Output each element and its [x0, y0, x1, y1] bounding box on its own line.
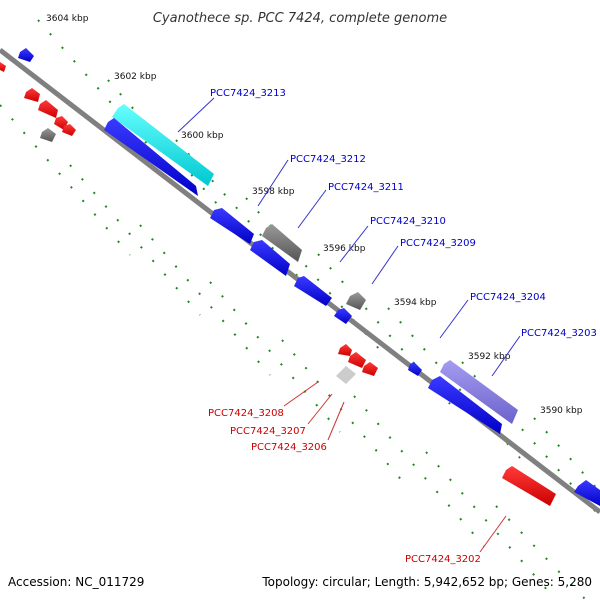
gene-3209-feature[interactable]: [346, 292, 366, 310]
gene-3202-cds[interactable]: [502, 466, 556, 506]
forward-leader-lines: [177, 97, 521, 377]
accession-text: Accession: NC_011729: [8, 575, 144, 589]
genome-summary-text: Topology: circular; Length: 5,942,652 bp…: [261, 575, 592, 589]
gene-red-a[interactable]: [24, 88, 40, 102]
gene-label-3206[interactable]: PCC7424_3206: [251, 442, 327, 453]
tick-label-3596: 3596 kbp: [323, 244, 366, 254]
forward-features: [18, 48, 600, 506]
tick-label-3592: 3592 kbp: [468, 352, 511, 362]
gene-3213-cds[interactable]: [104, 118, 198, 196]
tick-label-3590: 3590 kbp: [540, 406, 583, 416]
tick-dot-line: [281, 339, 411, 491]
gene-3207-pale-feature[interactable]: [336, 366, 356, 384]
tick-label-3604: 3604 kbp: [46, 14, 89, 24]
gene-label-3213[interactable]: PCC7424_3213: [210, 88, 286, 99]
tick-label-3602: 3602 kbp: [114, 72, 157, 82]
tick-dot-line: [495, 505, 587, 600]
gene-3213-feature[interactable]: [112, 104, 214, 186]
reverse-features: [0, 62, 556, 506]
gene-label-3203[interactable]: PCC7424_3203: [521, 328, 597, 339]
gene-label-3209[interactable]: PCC7424_3209: [400, 238, 476, 249]
gene-label-3202[interactable]: PCC7424_3202: [405, 554, 481, 565]
gene-3210-cds[interactable]: [294, 276, 332, 306]
gene-label-3207[interactable]: PCC7424_3207: [230, 426, 306, 437]
gene-3206-cds[interactable]: [362, 362, 378, 376]
gene-3209-cds[interactable]: [334, 308, 352, 324]
gene-gray-small[interactable]: [40, 128, 56, 142]
gene-3212-feature[interactable]: [262, 224, 302, 262]
tick-label-3594: 3594 kbp: [394, 298, 437, 308]
gene-top-cds[interactable]: [18, 48, 34, 62]
gene-3212-cds[interactable]: [210, 208, 254, 244]
tick-label-3598: 3598 kbp: [252, 187, 295, 197]
tick-dot-line: [139, 224, 271, 376]
gene-red-b[interactable]: [38, 100, 58, 118]
gene-label-3211[interactable]: PCC7424_3211: [328, 182, 404, 193]
tick-dot-line: [353, 395, 485, 547]
gene-label-3212[interactable]: PCC7424_3212: [290, 154, 366, 165]
gene-label-3208[interactable]: PCC7424_3208: [208, 408, 284, 419]
tick-dot-line: [533, 417, 600, 493]
map-title: Cyanothece sp. PCC 7424, complete genome: [153, 11, 447, 26]
reverse-leader-lines: [283, 381, 507, 553]
gene-label-3210[interactable]: PCC7424_3210: [370, 216, 446, 227]
gene-3204-cds-small[interactable]: [408, 362, 422, 376]
gene-3208-cds[interactable]: [338, 344, 352, 356]
gene-label-3204[interactable]: PCC7424_3204: [470, 292, 546, 303]
gene-3207-cds[interactable]: [348, 352, 366, 368]
gene-3211-cds[interactable]: [250, 240, 290, 276]
gene-top-left-red[interactable]: [0, 62, 6, 72]
gene-3204-feature[interactable]: [440, 360, 518, 424]
gene-3203-cds[interactable]: [428, 376, 502, 434]
gene-edge-cds[interactable]: [574, 480, 600, 506]
gene-red-d[interactable]: [62, 124, 76, 136]
tick-label-3600: 3600 kbp: [181, 131, 224, 141]
tick-lines: [0, 19, 600, 600]
